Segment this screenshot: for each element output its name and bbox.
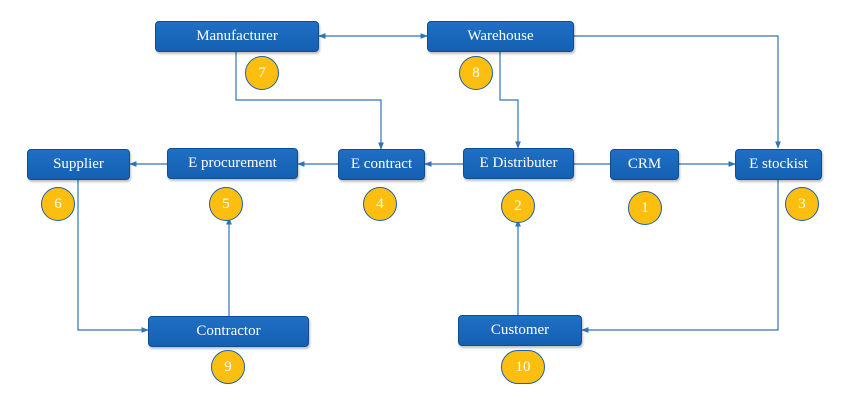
badge-supplier: 6 xyxy=(41,187,75,221)
badge-customer: 10 xyxy=(501,350,545,384)
node-contractor[interactable]: Contractor xyxy=(148,316,309,347)
badge-crm: 1 xyxy=(628,191,662,225)
badge-e-contract: 4 xyxy=(363,187,397,221)
edge-manufacturer-e-contract xyxy=(235,52,384,150)
badge-e-stockist: 3 xyxy=(785,187,819,221)
node-supplier[interactable]: Supplier xyxy=(27,149,130,180)
node-customer[interactable]: Customer xyxy=(458,315,582,346)
badge-manufacturer: 7 xyxy=(245,56,279,90)
node-e-distributer[interactable]: E Distributer xyxy=(463,148,574,179)
edge-warehouse-e-distributer xyxy=(499,52,521,149)
badge-warehouse: 8 xyxy=(459,56,493,90)
edge-e-stockist-customer xyxy=(581,180,779,333)
node-crm[interactable]: CRM xyxy=(610,149,679,180)
edge-warehouse-e-stockist xyxy=(574,35,781,149)
edge-supplier-contractor xyxy=(77,180,149,333)
node-manufacturer[interactable]: Manufacturer xyxy=(155,21,319,52)
badge-contractor: 9 xyxy=(211,350,245,384)
node-warehouse[interactable]: Warehouse xyxy=(427,21,574,52)
badge-e-distributer: 2 xyxy=(501,189,535,223)
badge-e-procurement: 5 xyxy=(209,187,243,221)
node-e-procurement[interactable]: E procurement xyxy=(167,148,298,179)
node-e-contract[interactable]: E contract xyxy=(338,149,425,180)
node-e-stockist[interactable]: E stockist xyxy=(735,149,822,180)
